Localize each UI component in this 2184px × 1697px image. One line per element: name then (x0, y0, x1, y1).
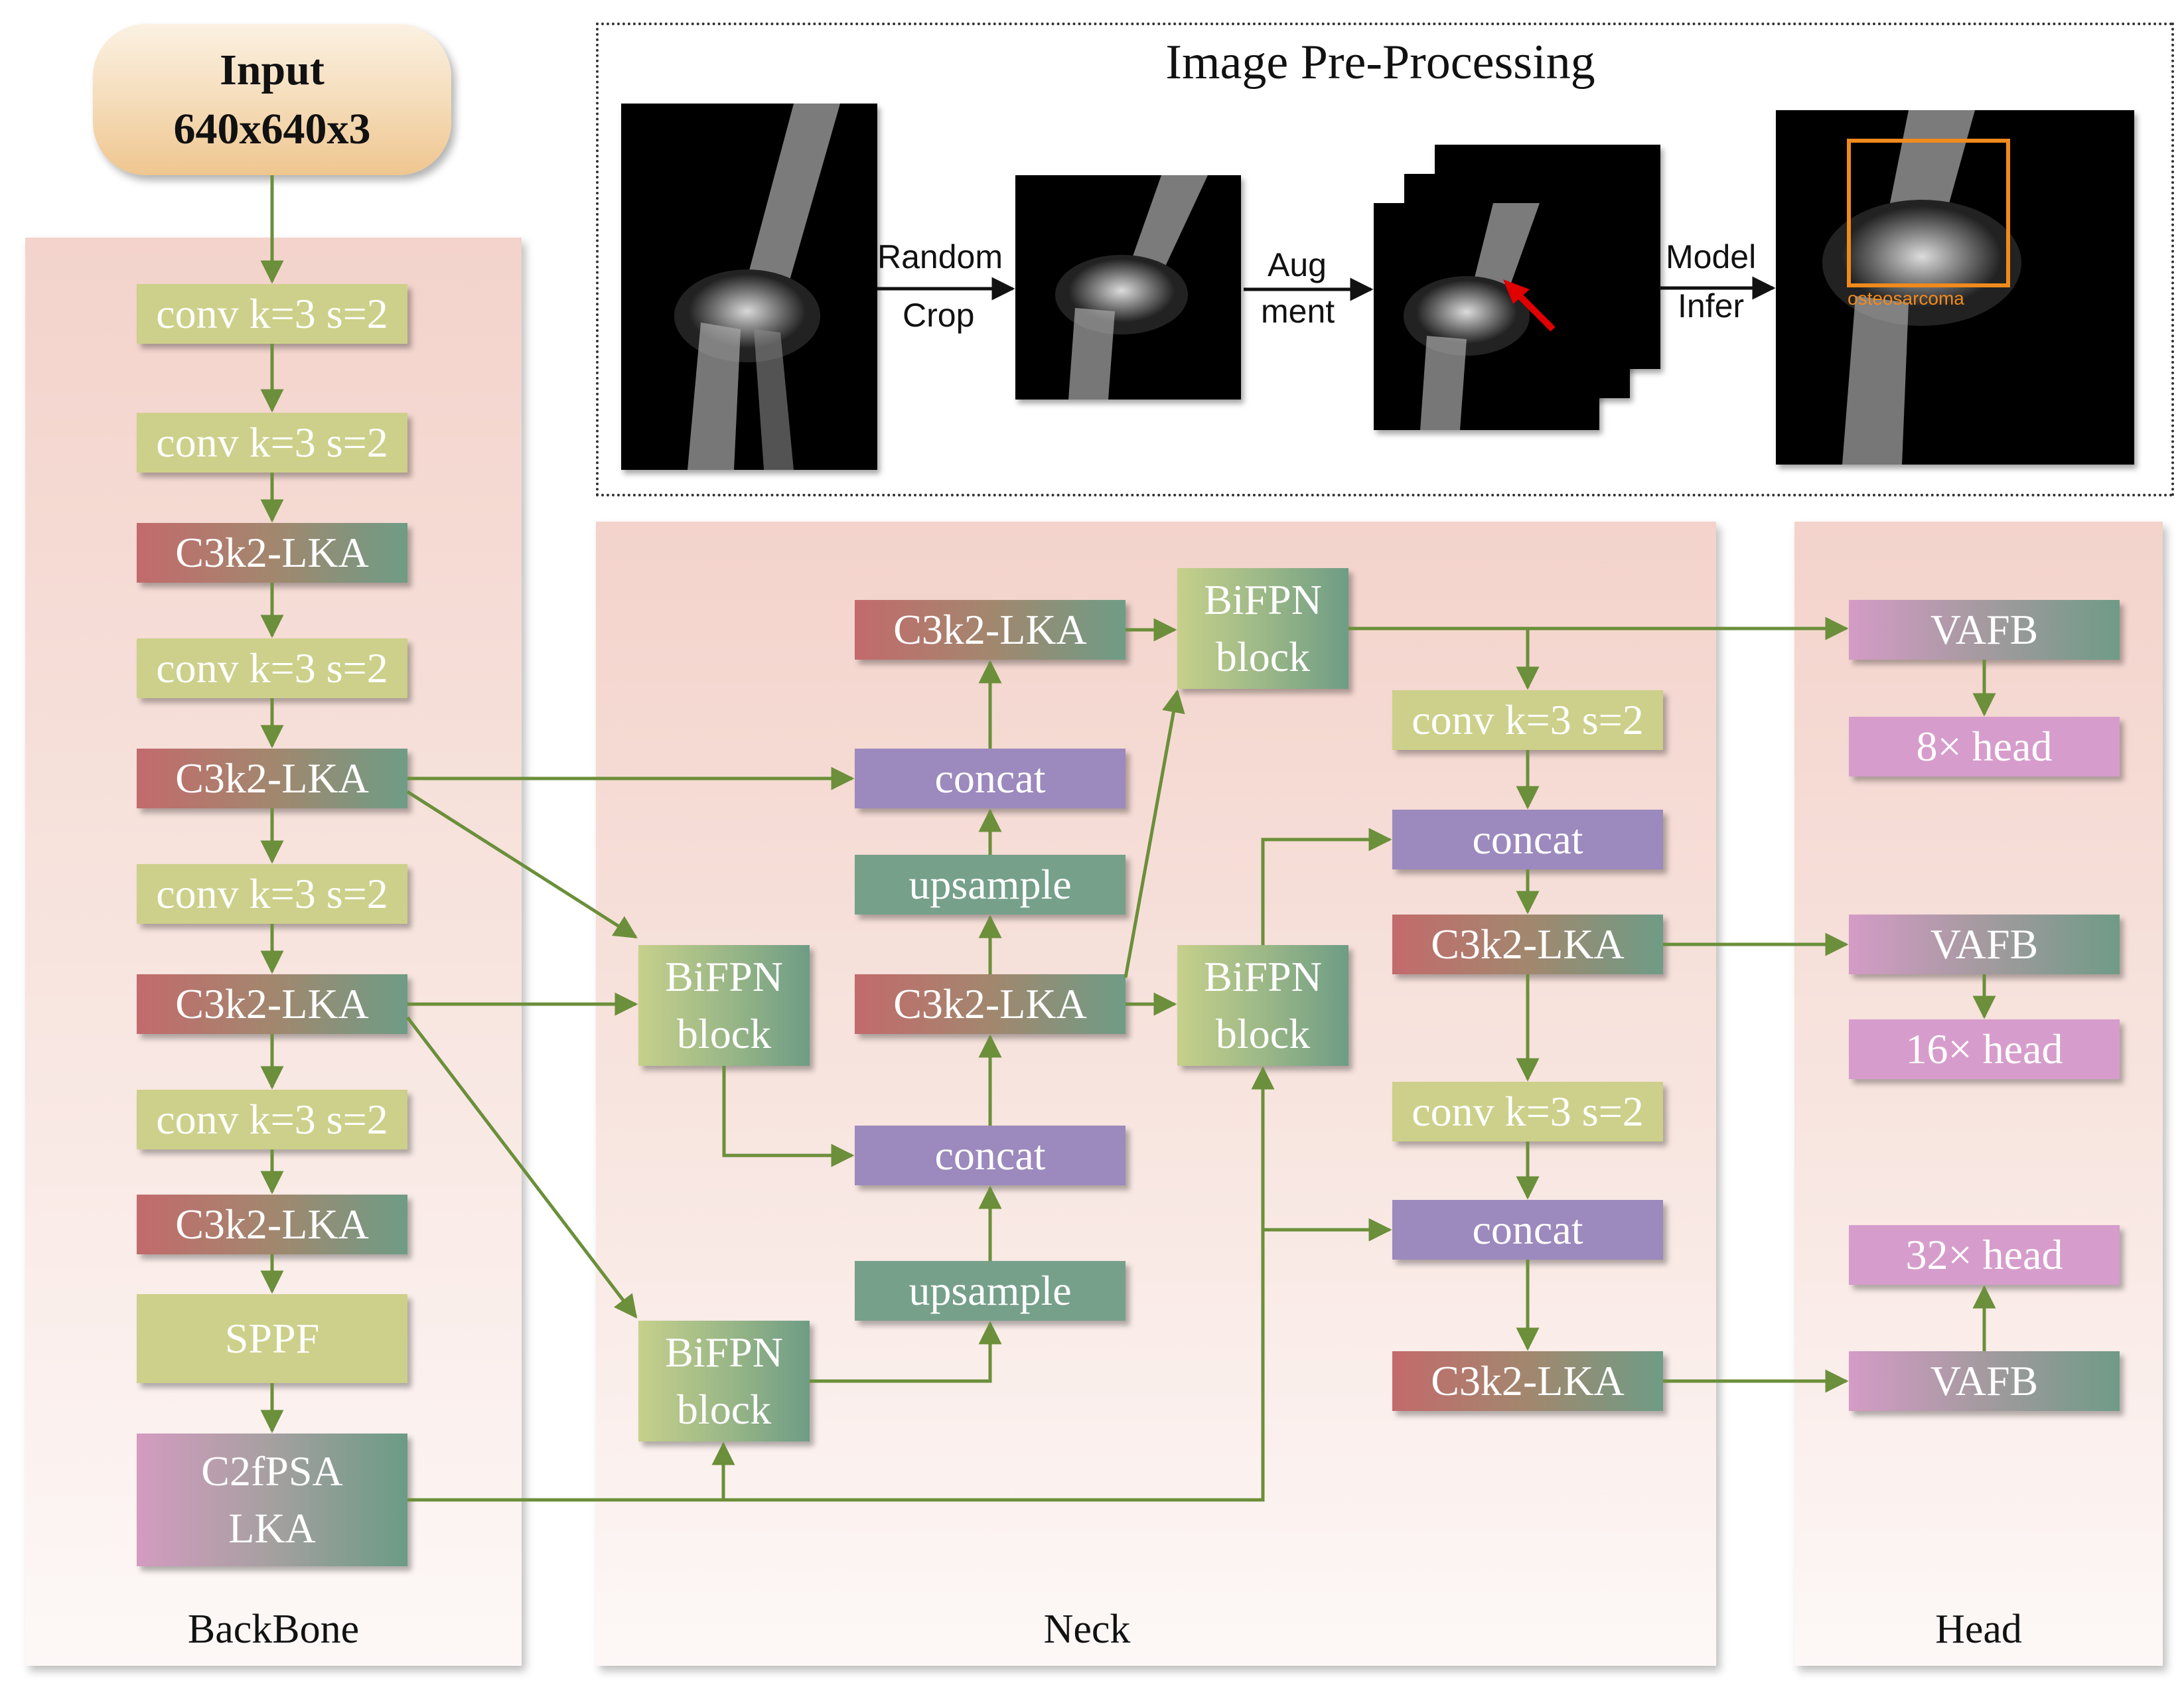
crop-label: Crop (903, 297, 975, 334)
neck-bifpn-left-bottom: BiFPN block (638, 1321, 810, 1441)
head-label: Head (1935, 1607, 2022, 1652)
model-label: Model (1666, 238, 1757, 275)
neck-concat-top: concat (855, 749, 1126, 808)
neck-concat-right-top: concat (1392, 810, 1663, 869)
backbone-conv-2: conv k=3 s=2 (137, 413, 407, 473)
neck-concat-right-bottom: concat (1392, 1200, 1663, 1260)
head-vafb-2: VAFB (1849, 915, 2120, 974)
neck-bifpn-mid-top: BiFPN block (1177, 568, 1348, 689)
aug-label: Aug (1268, 246, 1327, 283)
neck-concat-mid: concat (855, 1126, 1126, 1185)
neck-c3k2-mid: C3k2-LKA (855, 974, 1126, 1034)
input-node: Input 640x640x3 (93, 24, 451, 175)
neck-conv-right-bottom: conv k=3 s=2 (1392, 1082, 1663, 1142)
neck-c3k2-top: C3k2-LKA (855, 600, 1126, 660)
backbone-conv-3: conv k=3 s=2 (137, 638, 407, 698)
head-vafb-1: VAFB (1849, 600, 2120, 660)
neck-upsample-bottom: upsample (855, 1261, 1126, 1321)
neck-conv-right-top: conv k=3 s=2 (1392, 690, 1663, 750)
ment-label: ment (1261, 293, 1335, 330)
backbone-c3k2-3: C3k2-LKA (137, 974, 407, 1034)
backbone-label: BackBone (187, 1607, 360, 1652)
xray-original (621, 104, 877, 470)
backbone-conv-1: conv k=3 s=2 (137, 284, 407, 344)
xray-inference: osteosarcoma (1776, 110, 2134, 465)
neck-label: Neck (1043, 1607, 1131, 1652)
detection-label: osteosarcoma (1848, 288, 1964, 309)
neck-c3k2-right-mid: C3k2-LKA (1392, 915, 1663, 974)
backbone-c3k2-1: C3k2-LKA (137, 523, 407, 583)
backbone-c3k2-2: C3k2-LKA (137, 749, 407, 808)
backbone-conv-4: conv k=3 s=2 (137, 864, 407, 924)
backbone-sppf: SPPF (137, 1294, 407, 1383)
neck-bifpn-mid-bottom: BiFPN block (1177, 945, 1348, 1066)
infer-label: Infer (1678, 287, 1745, 325)
random-label: Random (877, 238, 1003, 275)
backbone-conv-5: conv k=3 s=2 (137, 1090, 407, 1149)
head-16x: 16× head (1849, 1019, 2120, 1079)
input-title: Input (220, 45, 325, 94)
head-32x: 32× head (1849, 1225, 2120, 1285)
backbone-c2fpsa-lka: C2fPSA LKA (137, 1434, 407, 1566)
preprocessing-title: Image Pre-Processing (1165, 35, 1595, 90)
neck-upsample-top: upsample (855, 855, 1126, 915)
neck-bifpn-left-top: BiFPN block (638, 945, 810, 1066)
neck-c3k2-right-bottom: C3k2-LKA (1392, 1351, 1663, 1411)
input-size: 640x640x3 (173, 105, 371, 153)
xray-augmented (1374, 203, 1599, 430)
head-vafb-3: VAFB (1849, 1351, 2120, 1411)
backbone-c3k2-4: C3k2-LKA (137, 1195, 407, 1254)
xray-cropped (1015, 175, 1241, 400)
head-8x: 8× head (1849, 717, 2120, 776)
